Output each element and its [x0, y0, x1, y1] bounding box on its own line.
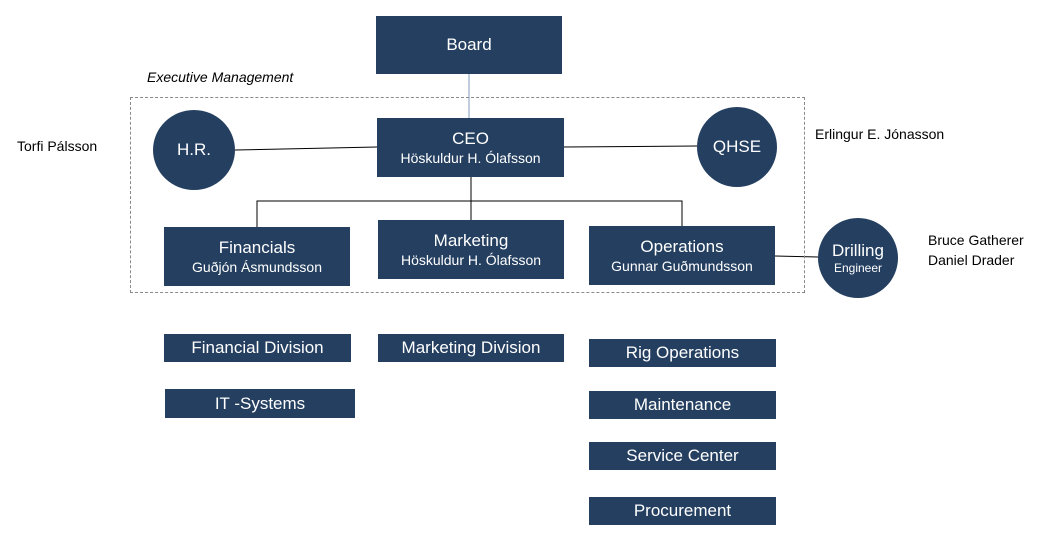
- rig-operations-box[interactable]: Rig Operations: [589, 339, 776, 367]
- ceo-name: Höskuldur H. Ólafsson: [400, 149, 541, 166]
- marketing-title: Marketing: [433, 230, 509, 250]
- qhse-person: Erlingur E. Jónasson: [815, 126, 945, 142]
- maintenance-box[interactable]: Maintenance: [589, 391, 776, 419]
- financials-title: Financials: [218, 237, 296, 257]
- operations-drilling-connector: [774, 255, 819, 258]
- board-title: Board: [446, 35, 492, 54]
- operations-title: Operations: [640, 236, 724, 256]
- qhse-title: QHSE: [712, 137, 762, 156]
- ceo-title: CEO: [452, 128, 489, 148]
- hr-person: Torfi Pálsson: [17, 138, 98, 154]
- it-systems-box[interactable]: IT -Systems: [165, 389, 355, 418]
- ceo-box[interactable]: CEO Höskuldur H. Ólafsson: [377, 118, 564, 177]
- financials-name: Guðjón Ásmundsson: [192, 258, 322, 275]
- marketing-division-box[interactable]: Marketing Division: [378, 334, 564, 362]
- financial-division-box[interactable]: Financial Division: [164, 334, 351, 362]
- drilling-person-1: Bruce Gatherer: [928, 232, 1024, 248]
- drilling-person-2: Daniel Drader: [928, 252, 1015, 268]
- service-center-box[interactable]: Service Center: [589, 442, 776, 470]
- marketing-box[interactable]: Marketing Höskuldur H. Ólafsson: [378, 220, 564, 279]
- executive-management-frame: [130, 97, 805, 293]
- drilling-subtitle: Engineer: [833, 260, 883, 275]
- drilling-circle[interactable]: Drilling Engineer: [818, 218, 898, 298]
- marketing-name: Höskuldur H. Ólafsson: [400, 251, 542, 268]
- executive-management-label: Executive Management: [147, 69, 294, 85]
- procurement-box[interactable]: Procurement: [589, 497, 776, 525]
- ceo-qhse-connector: [563, 145, 698, 148]
- hr-title: H.R.: [177, 140, 211, 159]
- financials-box[interactable]: Financials Guðjón Ásmundsson: [164, 227, 350, 286]
- operations-box[interactable]: Operations Gunnar Guðmundsson: [589, 226, 775, 285]
- hr-ceo-connector: [234, 146, 378, 151]
- qhse-circle[interactable]: QHSE: [697, 107, 777, 187]
- drilling-title: Drilling: [832, 240, 884, 260]
- operations-name: Gunnar Guðmundsson: [611, 257, 753, 274]
- hr-circle[interactable]: H.R.: [153, 110, 235, 190]
- branch-connector: [256, 200, 683, 227]
- board-box[interactable]: Board: [376, 16, 562, 74]
